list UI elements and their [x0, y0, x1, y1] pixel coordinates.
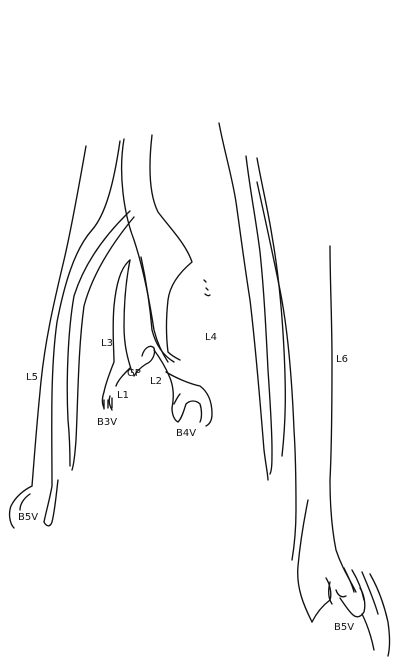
- label-b4v: B4V: [176, 428, 196, 439]
- label-l5: L5: [26, 372, 38, 383]
- central-trunk-right: [150, 135, 192, 360]
- label-l1: L1: [117, 390, 129, 401]
- l5-outer-edge: [32, 146, 86, 486]
- label-b3v: B3V: [97, 417, 117, 428]
- label-l4: L4: [205, 332, 217, 343]
- label-gp: GP: [127, 368, 141, 379]
- l6-inner-strand: [298, 500, 312, 622]
- l3-right-edge: [124, 260, 132, 372]
- l5-inner-edge: [44, 141, 120, 522]
- b4v-tick: [174, 394, 180, 404]
- label-l6: L6: [336, 354, 348, 365]
- label-b5v-right: B5V: [334, 622, 354, 633]
- speck-marks: [204, 280, 210, 296]
- l1-outline: [103, 368, 131, 410]
- label-l3: L3: [101, 338, 113, 349]
- central-trunk-left: [122, 139, 168, 362]
- long-strand-inner: [246, 156, 272, 474]
- central-strand: [141, 257, 174, 362]
- b5v-right-outline: [312, 578, 374, 650]
- label-b5v-left: B5V: [18, 512, 38, 523]
- l6-left-edge: [257, 182, 296, 560]
- label-l2: L2: [150, 376, 162, 387]
- l6-right-edge: [330, 246, 356, 592]
